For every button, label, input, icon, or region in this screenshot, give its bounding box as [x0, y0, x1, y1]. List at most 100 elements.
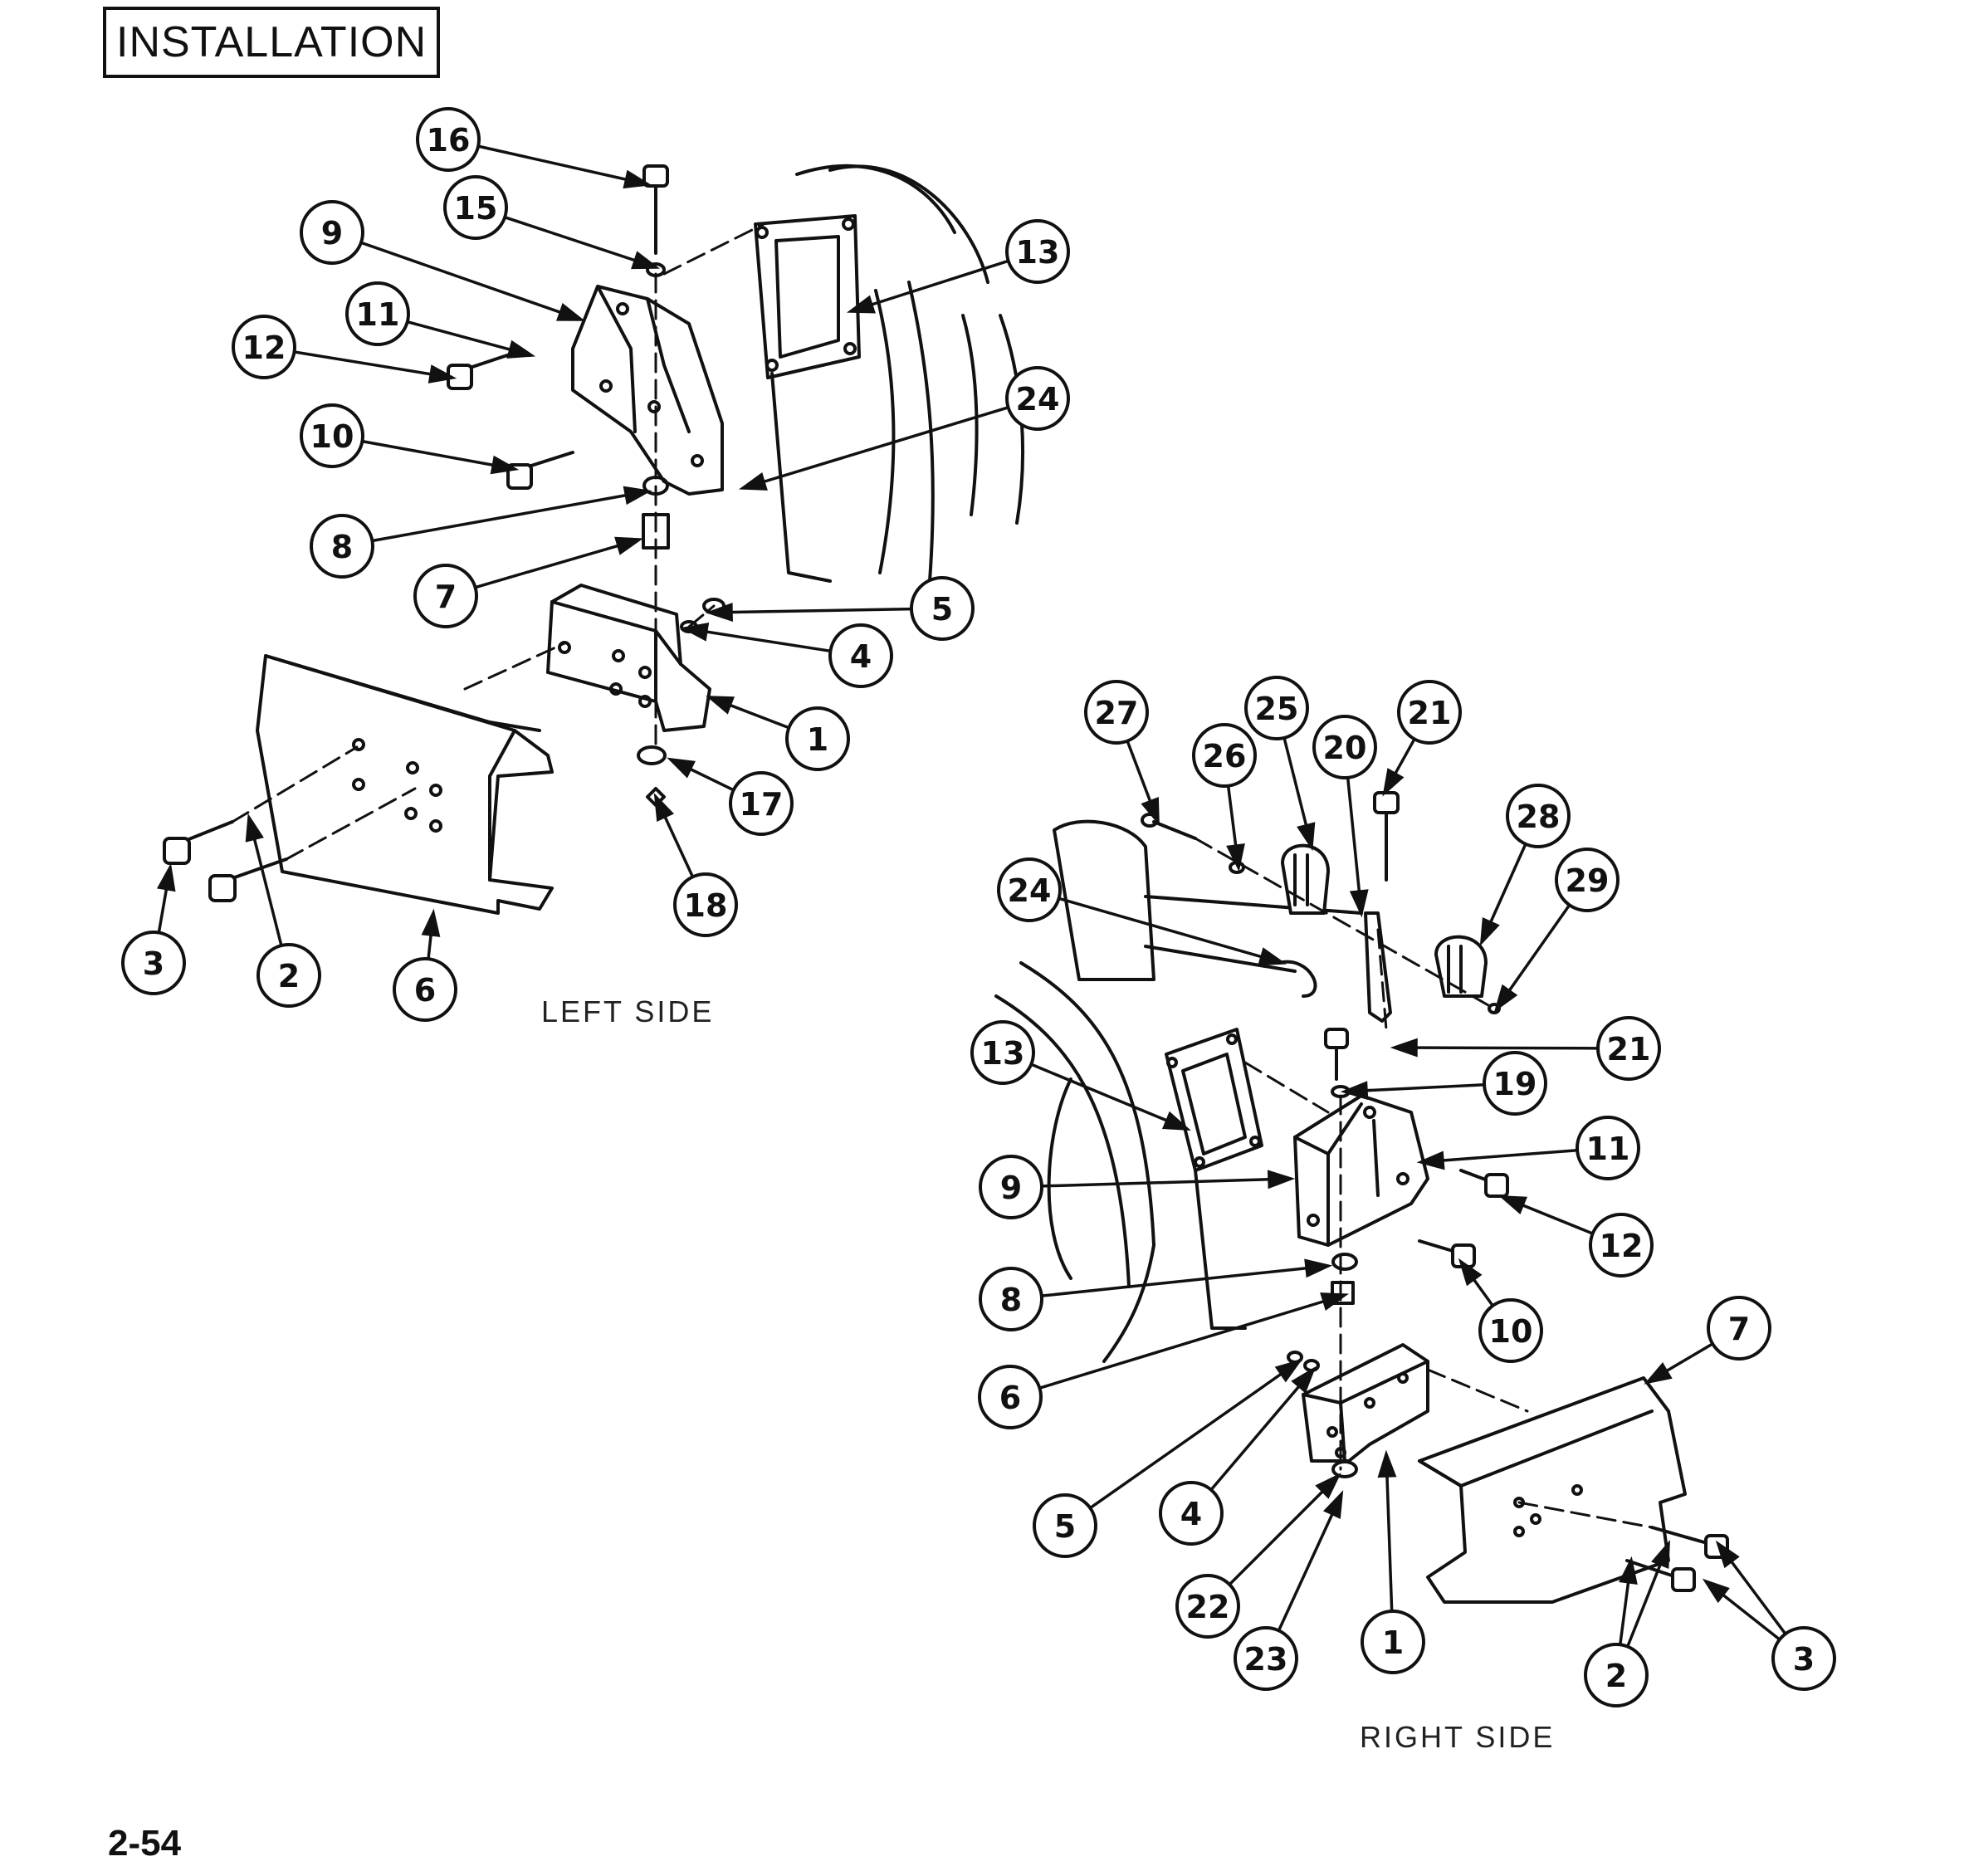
- callout-circle: [997, 857, 1062, 922]
- callout-circle: [1005, 219, 1070, 284]
- callout-number: 7: [1728, 1311, 1750, 1347]
- callout-6: 6: [978, 1365, 1043, 1429]
- callout-circle: [443, 175, 508, 240]
- section-title: INSTALLATION: [103, 7, 441, 78]
- callout-11: 11: [1576, 1116, 1640, 1180]
- callout-circle: [729, 771, 794, 836]
- callout-8: 8: [979, 1267, 1043, 1331]
- callout-number: 7: [435, 579, 457, 615]
- callout-number: 6: [999, 1380, 1021, 1416]
- callout-circle: [1312, 715, 1377, 779]
- callout-12: 12: [232, 315, 296, 379]
- callout-circle: [1234, 1626, 1298, 1691]
- callout-number: 13: [981, 1035, 1025, 1072]
- leader-line: [1209, 1368, 1315, 1491]
- callout-circle: [979, 1155, 1043, 1219]
- leader-line: [294, 350, 453, 379]
- leader-arrowhead: [706, 696, 735, 715]
- clamps-right: [1281, 843, 1488, 1023]
- callout-circle: [1555, 848, 1620, 912]
- callout-circle: [310, 514, 374, 579]
- leader-line: [362, 439, 515, 471]
- callout-number: 6: [414, 972, 436, 1009]
- callout-circle: [1175, 1574, 1240, 1639]
- callout-circle: [1084, 680, 1149, 745]
- leader-line: [684, 627, 831, 653]
- callout-number: 21: [1408, 695, 1452, 731]
- leader-arrowhead: [1498, 1194, 1528, 1215]
- callout-number: 8: [1000, 1282, 1022, 1318]
- callout-13: 13: [1005, 219, 1070, 284]
- upper-bracket-right: [1293, 1094, 1429, 1247]
- leader-arrowhead: [1297, 822, 1316, 852]
- right-side-label: RIGHT SIDE: [1360, 1720, 1556, 1754]
- leader-arrowhead: [1161, 1111, 1191, 1131]
- leader-line: [1058, 896, 1283, 965]
- callout-number: 3: [1793, 1641, 1815, 1678]
- callout-4: 4: [828, 623, 893, 688]
- callout-circle: [232, 315, 296, 379]
- callout-18: 18: [673, 872, 738, 937]
- callout-3: 3: [1771, 1626, 1836, 1691]
- callout-number: 24: [1008, 872, 1052, 909]
- callout-number: 13: [1016, 234, 1060, 271]
- callout-number: 23: [1244, 1641, 1288, 1678]
- callout-5: 5: [1033, 1493, 1097, 1558]
- callout-21: 21: [1596, 1016, 1661, 1081]
- callout-circle: [1596, 1016, 1661, 1081]
- callout-24: 24: [1005, 366, 1070, 431]
- callout-number: 20: [1323, 730, 1367, 766]
- callout-circle: [1244, 676, 1309, 740]
- leader-arrowhead: [1493, 984, 1518, 1013]
- callout-number: 4: [850, 638, 872, 675]
- callout-number: 25: [1255, 691, 1299, 727]
- callout-28: 28: [1506, 784, 1571, 848]
- leader-arrowhead: [427, 364, 457, 384]
- leader-line: [1038, 1293, 1346, 1390]
- lower-bracket-left: [546, 584, 711, 732]
- callout-2: 2: [1584, 1643, 1649, 1707]
- leader-arrowhead: [846, 295, 876, 314]
- callout-circle: [413, 564, 478, 628]
- leader-arrowhead: [1377, 1449, 1397, 1478]
- leader-arrowhead: [1340, 1081, 1369, 1101]
- callout-circle: [1576, 1116, 1640, 1180]
- callout-circle: [345, 281, 410, 346]
- callout-number: 4: [1180, 1496, 1202, 1532]
- callout-24: 24: [997, 857, 1062, 922]
- callout-number: 18: [684, 887, 728, 924]
- callout-26: 26: [1192, 723, 1257, 788]
- callout-circle: [910, 576, 975, 641]
- frame-rail-right: [1418, 1376, 1687, 1604]
- callout-22: 22: [1175, 1574, 1240, 1639]
- leader-arrowhead: [653, 793, 675, 822]
- callout-circle: [121, 931, 186, 995]
- leader-line: [372, 490, 648, 543]
- leader-arrowhead: [1315, 1473, 1341, 1499]
- callout-25: 25: [1244, 676, 1309, 740]
- leader-arrowhead: [1458, 1258, 1483, 1287]
- leader-arrowhead: [156, 862, 176, 892]
- upper-bracket-left: [571, 285, 724, 496]
- leader-arrowhead: [1226, 843, 1245, 872]
- callout-circle: [416, 107, 481, 172]
- callout-1: 1: [785, 706, 850, 771]
- leader-arrowhead: [1141, 796, 1160, 827]
- leader-line: [1030, 1063, 1188, 1131]
- callout-9: 9: [300, 200, 364, 265]
- leader-arrowhead: [1479, 916, 1500, 946]
- callout-number: 1: [807, 721, 828, 758]
- callout-circle: [1361, 1610, 1425, 1674]
- leader-arrowhead: [1349, 889, 1369, 918]
- leader-arrowhead: [680, 622, 710, 642]
- callout-3: 3: [121, 931, 186, 995]
- leader-line: [1041, 1177, 1292, 1188]
- callout-number: 21: [1607, 1031, 1651, 1067]
- callout-number: 3: [143, 945, 164, 982]
- page-number: 2-54: [108, 1823, 182, 1864]
- callout-circle: [978, 1365, 1043, 1429]
- leader-arrowhead: [614, 536, 644, 555]
- callout-number: 9: [321, 215, 343, 252]
